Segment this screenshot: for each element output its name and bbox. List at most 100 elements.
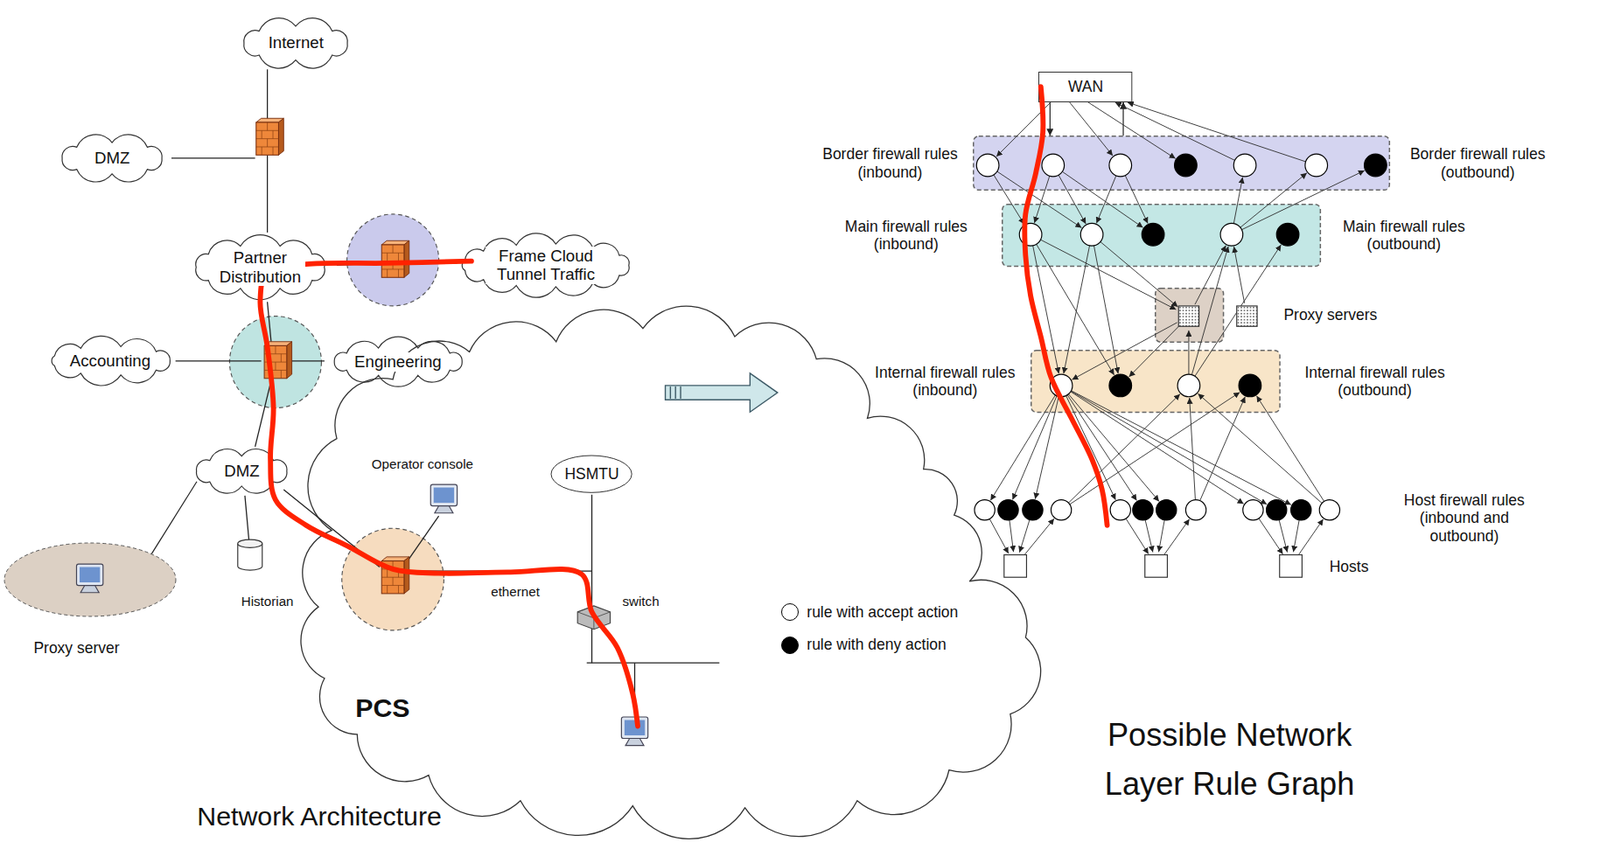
band-label: Border firewall rules (inbound): [811, 145, 969, 181]
rule-arrow: [1093, 245, 1118, 374]
accept-rule: [1050, 500, 1071, 521]
brick-line: [381, 568, 405, 570]
rule-arrow: [1163, 519, 1189, 556]
brick-line: [264, 362, 287, 364]
firewall-side: [278, 118, 284, 155]
legend-text: rule with deny action: [806, 635, 946, 655]
deny-rule: [1291, 500, 1312, 521]
firewall-icon: [256, 122, 280, 155]
deny-rule: [1156, 500, 1177, 521]
brick-line: [381, 260, 405, 262]
cloud-outline: [244, 17, 348, 68]
accept-rule: [1041, 153, 1065, 177]
host-square: [1145, 555, 1168, 579]
node-label: Proxy server: [33, 639, 119, 657]
rule-arrow: [1100, 242, 1179, 308]
cloud-outline: [62, 134, 162, 182]
proxy-server-square: [1236, 306, 1258, 327]
deny-rule: [998, 500, 1019, 521]
brick-line: [381, 268, 405, 270]
band-label: Main firewall rules (outbound): [1326, 217, 1482, 253]
network-cloud: Accounting: [42, 338, 179, 384]
brick-line: [398, 586, 399, 594]
connector: [1122, 102, 1124, 137]
rule-arrow: [993, 174, 1025, 224]
node-shape: [1030, 349, 1281, 413]
node-label: WAN: [1068, 77, 1104, 96]
network-cloud: Internet: [234, 16, 357, 70]
rule-arrow: [1023, 518, 1055, 556]
legend-text: rule with accept action: [806, 603, 958, 622]
monitor-icon: [430, 484, 457, 506]
rule-arrow: [1033, 245, 1060, 374]
monitor-icon: [621, 717, 648, 739]
firewall-icon: [381, 244, 405, 278]
brick-line: [272, 146, 274, 155]
firewall-top: [381, 240, 409, 245]
illustration: [76, 69, 1387, 746]
rule-arrow: [997, 171, 1083, 228]
cloud-outline: [51, 336, 170, 387]
rule-arrow: [1240, 173, 1307, 228]
network-link: [283, 489, 380, 568]
network-cloud: Engineering: [326, 339, 470, 385]
rule-arrow: [1034, 175, 1049, 224]
node-shape: [1001, 203, 1321, 267]
brick-line: [381, 577, 405, 579]
monitor-screen: [624, 720, 645, 736]
node-label: Proxy servers: [1283, 306, 1377, 324]
brick-line: [386, 586, 388, 594]
brick-line: [274, 362, 276, 371]
rule-arrow: [1233, 246, 1244, 304]
deny-rule: [1238, 374, 1262, 398]
brick-line: [386, 252, 388, 261]
band-label: Main firewall rules (inbound): [832, 217, 980, 253]
rule-arrow: [1034, 396, 1059, 499]
rule-arrow: [1197, 393, 1322, 504]
host-square: [1004, 555, 1028, 579]
rule-arrow: [1036, 244, 1115, 376]
host-square: [1279, 555, 1303, 579]
monitor-screen: [79, 567, 100, 583]
node-label: Engineering: [354, 352, 442, 371]
node-label: Partner Distribution: [214, 248, 306, 287]
rule-arrow: [1066, 396, 1117, 501]
rule-arrow: [1129, 325, 1181, 378]
node-label: Internet: [268, 33, 324, 52]
rule-arrow: [1278, 520, 1287, 553]
rule-arrow: [990, 395, 1056, 501]
brick-line: [266, 139, 268, 147]
network-link: [266, 69, 268, 121]
monitor-icon: [76, 564, 103, 586]
band-label: Internal firewall rules (outbound): [1291, 363, 1460, 399]
legend-swatch: [780, 602, 800, 622]
network-link: [336, 263, 380, 266]
accept-rule: [1049, 374, 1073, 398]
rule-arrow: [1191, 246, 1229, 376]
text-label: Network Architecture: [196, 802, 442, 833]
brick-line: [386, 269, 388, 278]
deny-rule: [1174, 153, 1198, 177]
node-label: Frame Cloud Tunnel Traffic: [485, 246, 608, 285]
node-label: DMZ: [94, 148, 130, 168]
rule-arrow: [996, 102, 1051, 157]
accept-rule: [1177, 374, 1201, 398]
network-link: [591, 495, 593, 664]
legend-circle: [782, 636, 799, 654]
rule-arrow: [1256, 396, 1324, 503]
wan-box: WAN: [1038, 71, 1132, 103]
text-label: Historian: [241, 593, 294, 609]
cloud-outline: [196, 449, 287, 495]
rule-arrow: [1096, 175, 1116, 224]
node-label: HSMTU: [564, 465, 619, 483]
brick-line: [264, 353, 287, 355]
brick-line: [398, 269, 399, 278]
network-link: [586, 663, 720, 664]
accept-rule: [976, 153, 1000, 177]
node-shape: [1154, 287, 1224, 343]
monitor-base: [80, 586, 99, 594]
network-cloud: Frame Cloud Tunnel Traffic: [450, 231, 642, 300]
node-label: Accounting: [69, 351, 151, 371]
